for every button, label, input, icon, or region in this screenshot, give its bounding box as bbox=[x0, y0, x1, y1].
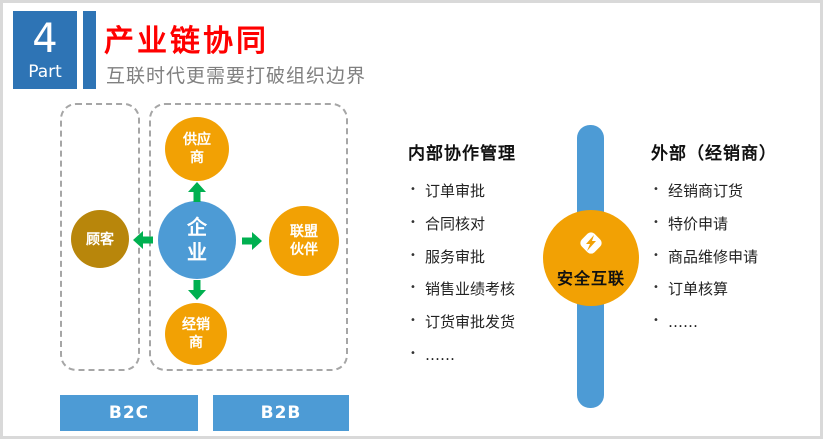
customer-label: 顾客 bbox=[86, 232, 114, 248]
list-item: 订单审批 bbox=[408, 182, 588, 201]
list-item: 订单核算 bbox=[651, 280, 820, 299]
distributor-label: 经销商 bbox=[182, 316, 210, 351]
list-item-label: 订货审批发货 bbox=[425, 313, 516, 331]
list-item-label: 经销商订货 bbox=[668, 182, 744, 200]
list-item: 经销商订货 bbox=[651, 182, 820, 201]
list-item: …… bbox=[408, 346, 588, 365]
supplier-node: 供应商 bbox=[165, 117, 229, 181]
external-list: 经销商订货 特价申请 商品维修申请 订单核算 …… bbox=[651, 182, 820, 332]
part-badge: 4 Part bbox=[13, 11, 77, 89]
list-item-label: 商品维修申请 bbox=[668, 247, 759, 266]
accent-bar bbox=[83, 11, 96, 89]
enterprise-node: 企业 bbox=[158, 201, 236, 279]
lightning-icon bbox=[575, 227, 607, 263]
list-item: …… bbox=[651, 313, 820, 332]
enterprise-label: 企业 bbox=[187, 215, 207, 264]
secure-link-badge: 安全互联 bbox=[543, 210, 639, 306]
list-item: 合同核对 bbox=[408, 215, 588, 234]
list-item-label: 合同核对 bbox=[425, 214, 486, 233]
page-title: 产业链协同 bbox=[104, 24, 269, 59]
distributor-node: 经销商 bbox=[165, 303, 227, 365]
list-item-label: …… bbox=[425, 345, 455, 364]
internal-panel: 内部协作管理 订单审批 合同核对 服务审批 销售业绩考核 订货审批发货 …… bbox=[408, 139, 588, 379]
part-label: Part bbox=[28, 61, 62, 82]
customer-node: 顾客 bbox=[71, 210, 129, 268]
list-item-label: …… bbox=[668, 313, 698, 331]
list-item: 特价申请 bbox=[651, 214, 820, 234]
alliance-node: 联盟伙伴 bbox=[269, 206, 339, 276]
secure-link-label: 安全互联 bbox=[556, 269, 625, 288]
part-number: 4 bbox=[32, 15, 58, 62]
arrow-left-icon bbox=[133, 231, 153, 249]
list-item-label: 销售业绩考核 bbox=[425, 280, 516, 299]
supplier-label: 供应商 bbox=[183, 131, 211, 166]
list-item-label: 服务审批 bbox=[425, 247, 486, 266]
arrow-up-icon bbox=[188, 182, 206, 202]
b2c-button: B2C bbox=[60, 395, 198, 431]
list-item-label: 订单核算 bbox=[668, 280, 729, 299]
list-item-label: 特价申请 bbox=[668, 214, 729, 233]
alliance-label: 联盟伙伴 bbox=[290, 223, 318, 258]
list-item: 销售业绩考核 bbox=[408, 280, 588, 299]
list-item-label: 订单审批 bbox=[425, 182, 486, 200]
arrow-right-icon bbox=[242, 232, 262, 250]
list-item: 订货审批发货 bbox=[408, 313, 588, 332]
internal-heading: 内部协作管理 bbox=[408, 144, 516, 164]
external-heading: 外部（经销商） bbox=[651, 144, 777, 164]
internal-list: 订单审批 合同核对 服务审批 销售业绩考核 订货审批发货 …… bbox=[408, 182, 588, 365]
list-item: 商品维修申请 bbox=[651, 247, 820, 267]
external-panel: 外部（经销商） 经销商订货 特价申请 商品维修申请 订单核算 …… bbox=[651, 139, 820, 346]
page-subtitle: 互联时代更需要打破组织边界 bbox=[106, 65, 367, 87]
list-item: 服务审批 bbox=[408, 248, 588, 267]
arrow-down-icon bbox=[188, 280, 206, 300]
b2b-button: B2B bbox=[213, 395, 349, 431]
